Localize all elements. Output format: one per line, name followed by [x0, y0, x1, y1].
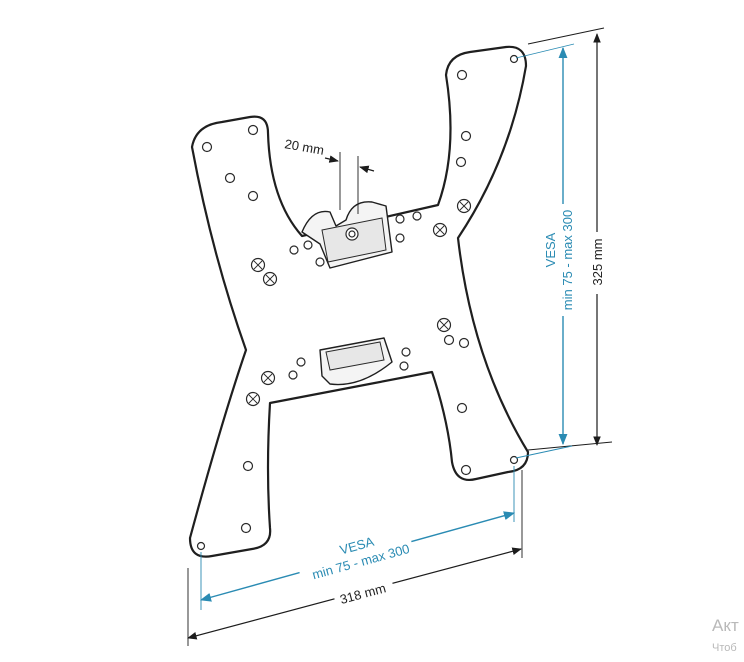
vesa-vertical-line2: min 75 - max 300 [560, 210, 575, 310]
upper-bracket [301, 201, 393, 269]
lower-bracket [319, 337, 393, 386]
gap-dimension: 20 mm [283, 136, 375, 214]
activation-watermark: Акт Чтоб [710, 614, 744, 662]
height-dimension: 325 mm [527, 27, 613, 451]
vesa-vertical-dimension: VESA min 75 - max 300 [515, 43, 578, 459]
gap-label: 20 mm [283, 136, 325, 158]
watermark-line1: Акт [712, 616, 739, 635]
height-label: 325 mm [590, 239, 605, 286]
mounting-plate [188, 45, 530, 558]
watermark-line2: Чтоб [712, 642, 737, 654]
vesa-vertical-line1: VESA [543, 232, 558, 267]
